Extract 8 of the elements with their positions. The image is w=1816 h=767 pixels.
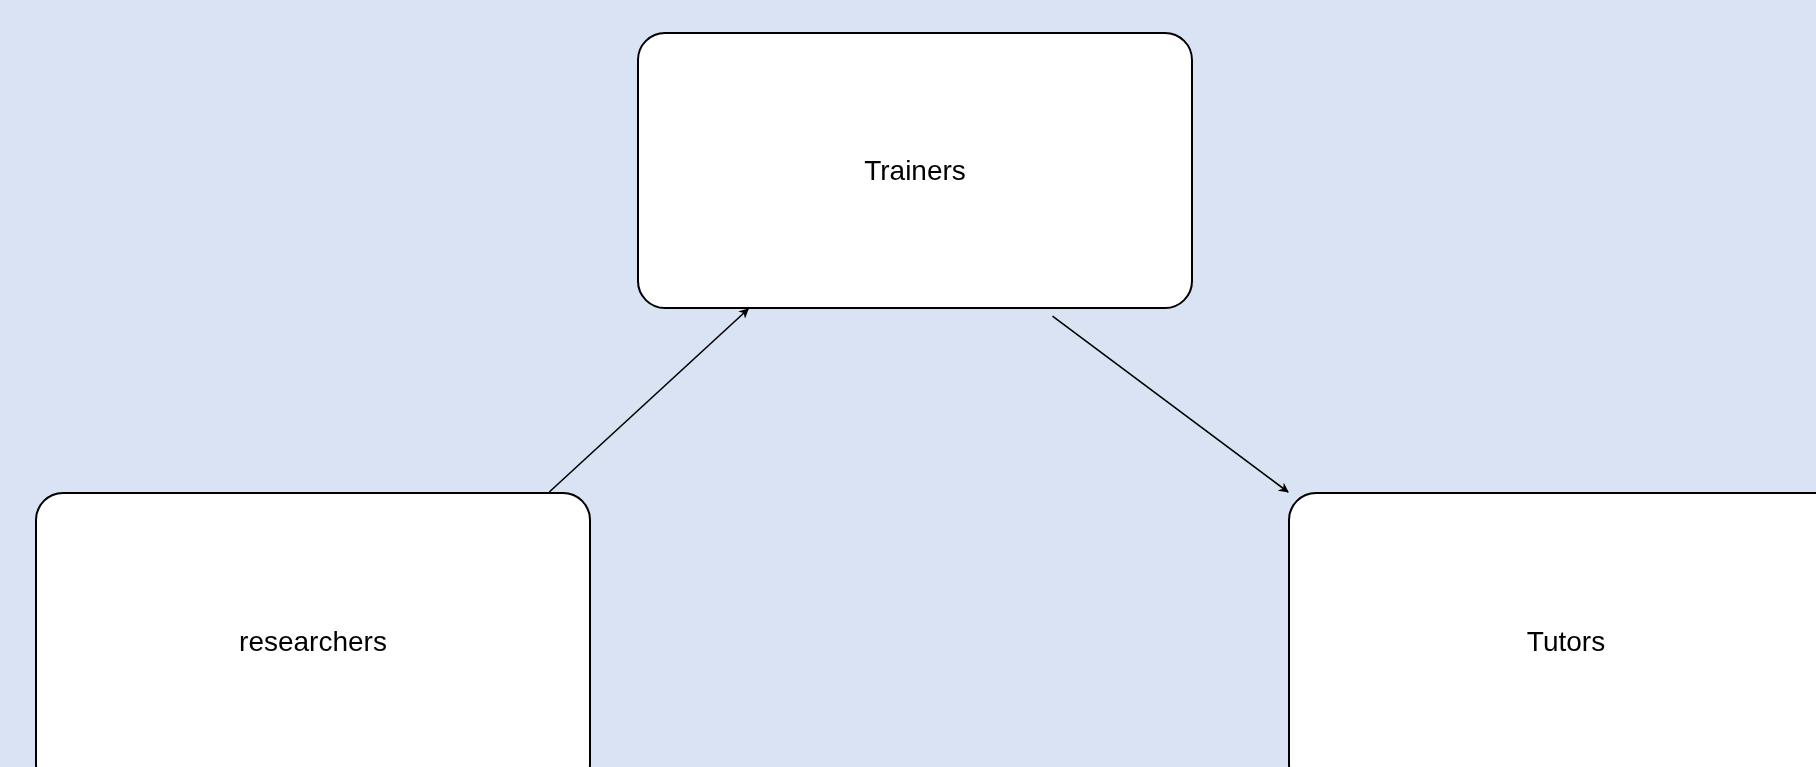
box-label: researchers [239, 625, 387, 659]
rounded-box [637, 32, 1193, 309]
arrow [548, 308, 749, 493]
box-label: Tutors [1526, 625, 1606, 659]
arrow [1051, 315, 1289, 493]
rounded-box [35, 492, 591, 767]
box-label: Trainers [864, 153, 966, 188]
rounded-box [1288, 492, 1816, 767]
